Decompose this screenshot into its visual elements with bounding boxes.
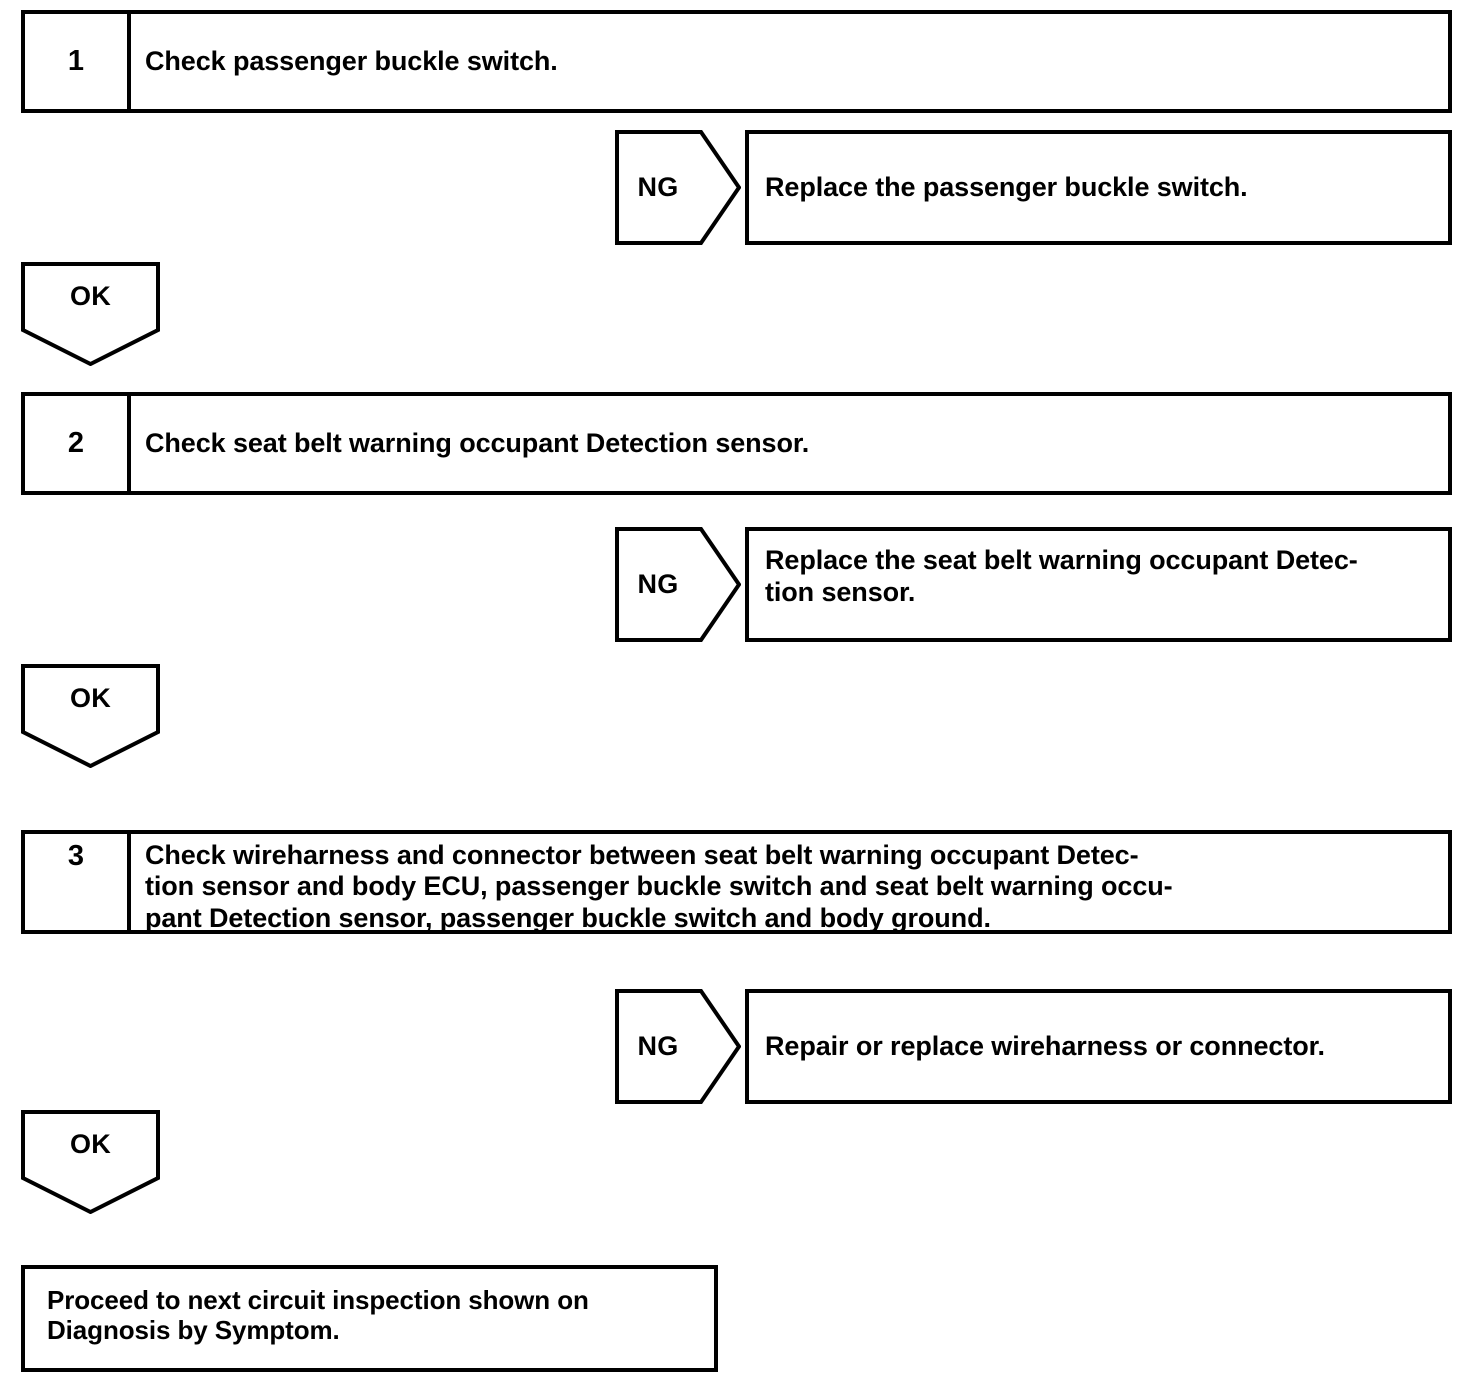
ok-label-3: OK — [69, 1128, 112, 1159]
ng-label-1: NG — [637, 172, 679, 202]
final-outcome-box: Proceed to next circuit inspection shown… — [21, 1265, 718, 1372]
ok-pentagon-icon — [21, 262, 160, 366]
ng-pentagon-icon — [615, 130, 741, 245]
ng-label-3: NG — [637, 1031, 679, 1061]
step-text-3: Check wireharness and connector between … — [145, 840, 1173, 933]
ng-arrow-1: NG — [615, 130, 741, 245]
step-box-3: 3 Check wireharness and connector betwee… — [21, 830, 1452, 934]
step-number-3: 3 — [25, 834, 131, 930]
step-box-1: 1 Check passenger buckle switch. — [21, 10, 1452, 113]
ng-result-box-2: Replace the seat belt warning occupant D… — [745, 527, 1452, 642]
ok-arrow-2: OK — [21, 664, 160, 768]
ng-arrow-2: NG — [615, 527, 741, 642]
ng-label-2: NG — [637, 569, 679, 599]
ok-arrow-3: OK — [21, 1110, 160, 1214]
ng-arrow-3: NG — [615, 989, 741, 1104]
ok-arrow-1: OK — [21, 262, 160, 366]
ok-pentagon-icon — [21, 664, 160, 768]
ok-label-2: OK — [69, 682, 112, 713]
ok-label-1: OK — [69, 280, 112, 311]
step-number-2: 2 — [25, 396, 131, 491]
ng-pentagon-icon — [615, 527, 741, 642]
step-text-1: Check passenger buckle switch. — [145, 45, 558, 76]
step-number-1: 1 — [25, 14, 131, 109]
ok-pentagon-icon — [21, 1110, 160, 1214]
ng-result-box-3: Repair or replace wireharness or connect… — [745, 989, 1452, 1104]
ng-result-box-1: Replace the passenger buckle switch. — [745, 130, 1452, 245]
step-box-2: 2 Check seat belt warning occupant Detec… — [21, 392, 1452, 495]
ng-pentagon-icon — [615, 989, 741, 1104]
step-text-2: Check seat belt warning occupant Detecti… — [145, 427, 810, 458]
